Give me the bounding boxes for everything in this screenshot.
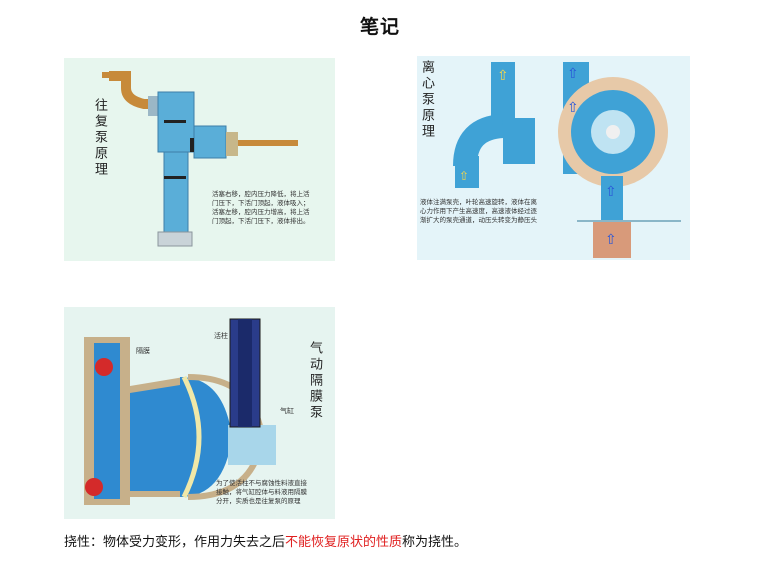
diaphragm-tag: 隔膜: [136, 347, 150, 355]
svg-text:⇧: ⇧: [459, 169, 469, 183]
note-prefix: 挠性：物体受力变形，作用力失去之后: [64, 535, 286, 550]
svg-text:⇧: ⇧: [605, 184, 617, 200]
figure-caption: 液体注满泵壳，叶轮高速旋转，液体在离 心力作用下产生高速度，高速液体经过逐 渐扩…: [420, 198, 537, 224]
figure-caption: 为了使活柱不与腐蚀性料液直接 接触，将气缸腔体与料液用隔膜 分开，实质也是往复泵…: [216, 479, 307, 505]
svg-text:⇧: ⇧: [605, 232, 617, 248]
centrifugal-pump-diagram: ⇧ ⇧ ⇧ ⇧ ⇧ ⇧: [453, 62, 681, 258]
diaphragm-pump-diagram: [84, 318, 276, 505]
reciprocating-pump-diagram: [102, 71, 298, 247]
figure-label: 气动隔膜泵: [307, 341, 322, 421]
svg-text:⇧: ⇧: [567, 100, 579, 116]
svg-text:⇧: ⇧: [567, 66, 579, 82]
centrifugal-pump-figure: ⇧ ⇧ ⇧ ⇧ ⇧ ⇧ 离心泵原理 液体注满泵壳，叶轮高速旋转，液体在离 心力作…: [417, 56, 690, 260]
reciprocating-pump-figure: 往复泵原理 活塞右移，腔内压力降低，将上活 门压下，下活门顶起，液体吸入； 活塞…: [64, 58, 335, 261]
flexibility-note: 挠性：物体受力变形，作用力失去之后不能恢复原状的性质称为挠性。: [64, 531, 754, 550]
figure-caption: 活塞右移，腔内压力降低，将上活 门压下，下活门顶起，液体吸入； 活塞左移，腔内压…: [212, 190, 310, 225]
figure-label: 往复泵原理: [92, 98, 107, 178]
diaphragm-pump-figure: 气动隔膜泵 活柱 隔膜 气缸 为了使活柱不与腐蚀性料液直接 接触，将气缸腔体与料…: [64, 307, 335, 519]
svg-text:⇧: ⇧: [497, 68, 509, 84]
note-suffix: 称为挠性。: [402, 535, 468, 550]
piston-tag: 活柱: [214, 332, 228, 340]
figure-label: 离心泵原理: [419, 60, 434, 140]
cylinder-tag: 气缸: [280, 407, 294, 415]
note-highlight: 不能恢复原状的性质: [285, 535, 403, 550]
page-title: 笔记: [359, 16, 400, 38]
